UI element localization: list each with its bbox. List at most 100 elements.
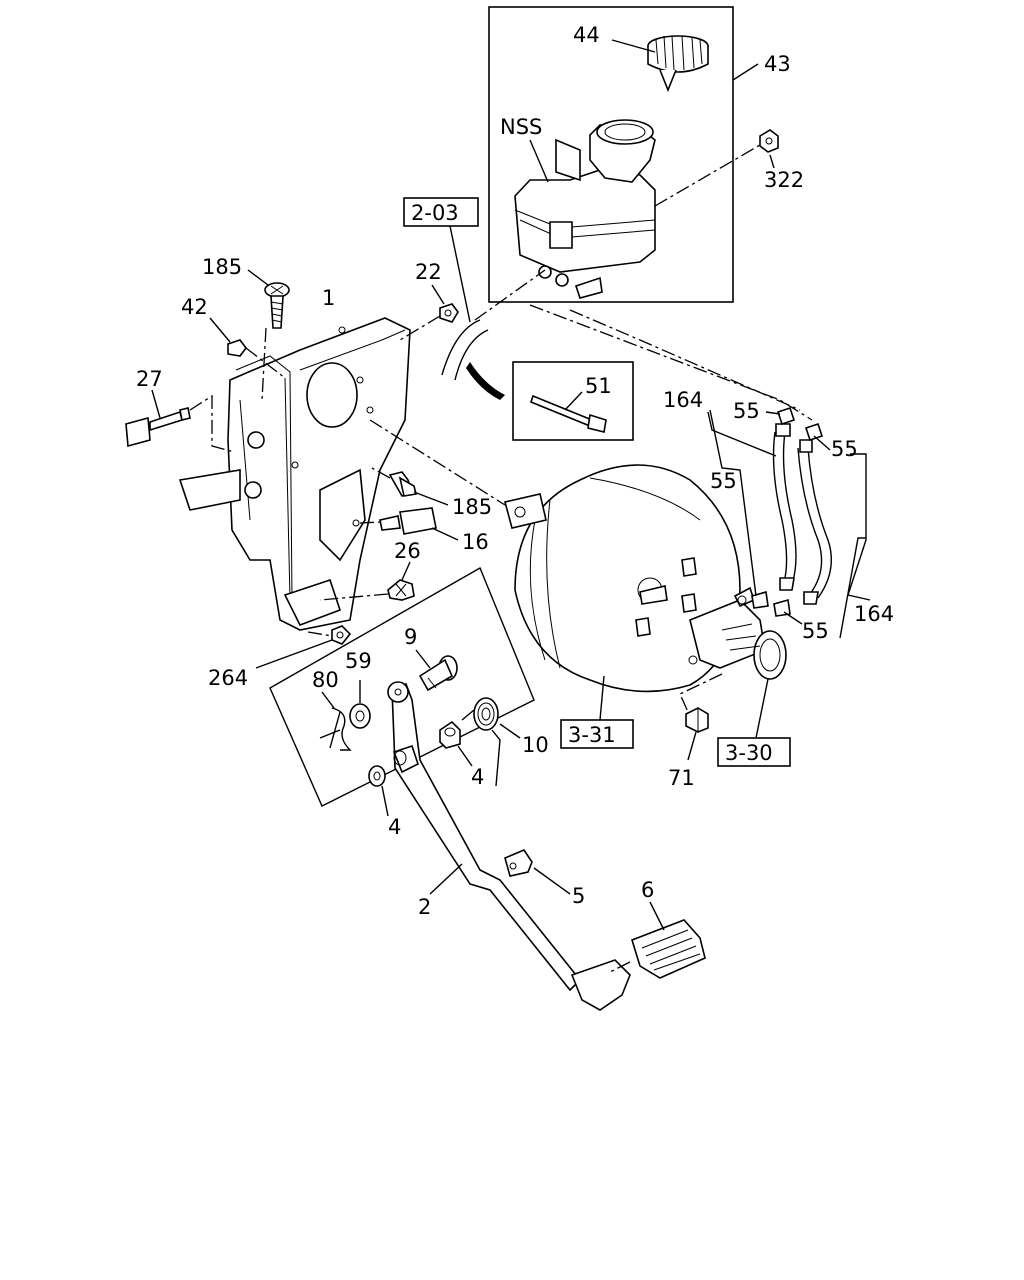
pin-27 <box>125 407 191 448</box>
leader-9 <box>415 649 431 669</box>
bolt-185-top <box>264 282 290 329</box>
callout-164-bottom: 164 <box>854 602 894 626</box>
leader-2-03 <box>449 225 471 323</box>
callout-1: 1 <box>322 286 335 310</box>
chain-16 <box>359 521 381 524</box>
leader-26 <box>401 561 411 581</box>
nut-42 <box>227 339 247 357</box>
master-cylinder <box>688 586 787 680</box>
leader-164-bottom <box>847 453 871 601</box>
leader-55-b <box>813 435 831 451</box>
leader-5 <box>533 867 571 895</box>
callout-6: 6 <box>641 878 654 902</box>
callout-9: 9 <box>404 625 417 649</box>
fluid-reservoir <box>514 119 656 299</box>
brake-pipe-1 <box>772 423 797 591</box>
return-spring <box>461 697 499 731</box>
ref-label-3-30: 3-30 <box>725 741 773 765</box>
chain-185-top <box>261 327 267 401</box>
leader-22 <box>431 284 445 305</box>
callout-185-top: 185 <box>202 255 242 279</box>
callout-55-d: 55 <box>802 619 829 643</box>
pedal-stopper <box>504 849 533 877</box>
leader-55-d <box>783 611 803 625</box>
chain-185-mid <box>371 467 391 479</box>
bolt-26 <box>387 579 415 601</box>
leader-3-30 <box>755 678 769 739</box>
fitting-55-b <box>804 422 824 442</box>
leader-4-upper <box>457 745 473 767</box>
leader-185-mid <box>413 491 449 506</box>
leader-16 <box>431 527 459 541</box>
ref-label-3-31: 3-31 <box>568 723 616 747</box>
callout-71: 71 <box>668 766 695 790</box>
nut-264 <box>331 625 352 645</box>
hose-2-03 <box>441 269 546 381</box>
leader-71 <box>687 731 697 761</box>
fitting-55-d <box>773 598 791 617</box>
bolt-185-mid <box>388 471 417 498</box>
ref-label-2-03: 2-03 <box>411 201 459 225</box>
arrow-to-clip <box>466 362 505 400</box>
leader-27 <box>151 389 161 419</box>
leader-264 <box>255 639 333 669</box>
callout-44: 44 <box>573 23 600 47</box>
callout-nss: NSS <box>500 115 542 139</box>
leader-4-lower <box>381 785 389 817</box>
leader-6 <box>649 901 665 931</box>
leader-42 <box>209 317 231 343</box>
ref-box-3-31 <box>560 719 634 749</box>
nut-322 <box>759 129 779 153</box>
callout-55-c: 55 <box>710 469 737 493</box>
callout-80: 80 <box>312 668 339 692</box>
brake-booster <box>504 464 741 693</box>
chain-42 <box>245 347 286 379</box>
fitting-55-a <box>776 406 796 426</box>
leader-164-bracket <box>839 537 866 639</box>
stop-light-switch <box>352 507 437 535</box>
brake-pipe-2 <box>797 439 832 605</box>
bushing-4-lower <box>368 765 386 787</box>
nut-71 <box>685 707 709 733</box>
chain-27 <box>189 394 235 453</box>
leader-80 <box>321 691 335 709</box>
brake-pedal-arm <box>387 681 631 1011</box>
callout-2: 2 <box>418 895 431 919</box>
callout-55-b: 55 <box>831 437 858 461</box>
callout-10: 10 <box>522 733 549 757</box>
leader-10-bracket <box>491 729 501 787</box>
washer-59 <box>349 703 371 729</box>
pedal-pad <box>631 919 706 979</box>
callout-59: 59 <box>345 649 372 673</box>
leader-322 <box>769 154 775 169</box>
callout-164-top: 164 <box>663 388 703 412</box>
leader-43 <box>732 63 759 81</box>
callout-16: 16 <box>462 530 489 554</box>
pedal-group-frame <box>269 566 535 807</box>
callout-26: 26 <box>394 539 421 563</box>
callout-5: 5 <box>572 884 585 908</box>
retaining-clip <box>319 707 352 751</box>
chain-264 <box>307 631 333 637</box>
leader-55-c <box>709 409 757 597</box>
leader-55-a <box>765 411 781 415</box>
chain-pad <box>609 961 631 973</box>
callout-42: 42 <box>181 295 208 319</box>
chain-reservoir-pipes-2 <box>569 309 801 411</box>
leader-51 <box>564 391 583 411</box>
callout-51: 51 <box>585 374 612 398</box>
pedal-bracket <box>178 317 411 631</box>
callout-4-upper: 4 <box>471 765 484 789</box>
leader-185-top <box>247 269 269 286</box>
reservoir-cap <box>647 35 709 93</box>
callout-22: 22 <box>415 260 442 284</box>
nut-22 <box>439 303 459 323</box>
callout-27: 27 <box>136 367 163 391</box>
chain-mc-71 <box>679 673 723 713</box>
leader-164-top <box>707 411 777 457</box>
ref-box-3-30 <box>717 737 791 767</box>
leader-nss <box>529 139 549 183</box>
chain-26 <box>319 593 389 601</box>
ref-box-2-03 <box>403 197 479 227</box>
